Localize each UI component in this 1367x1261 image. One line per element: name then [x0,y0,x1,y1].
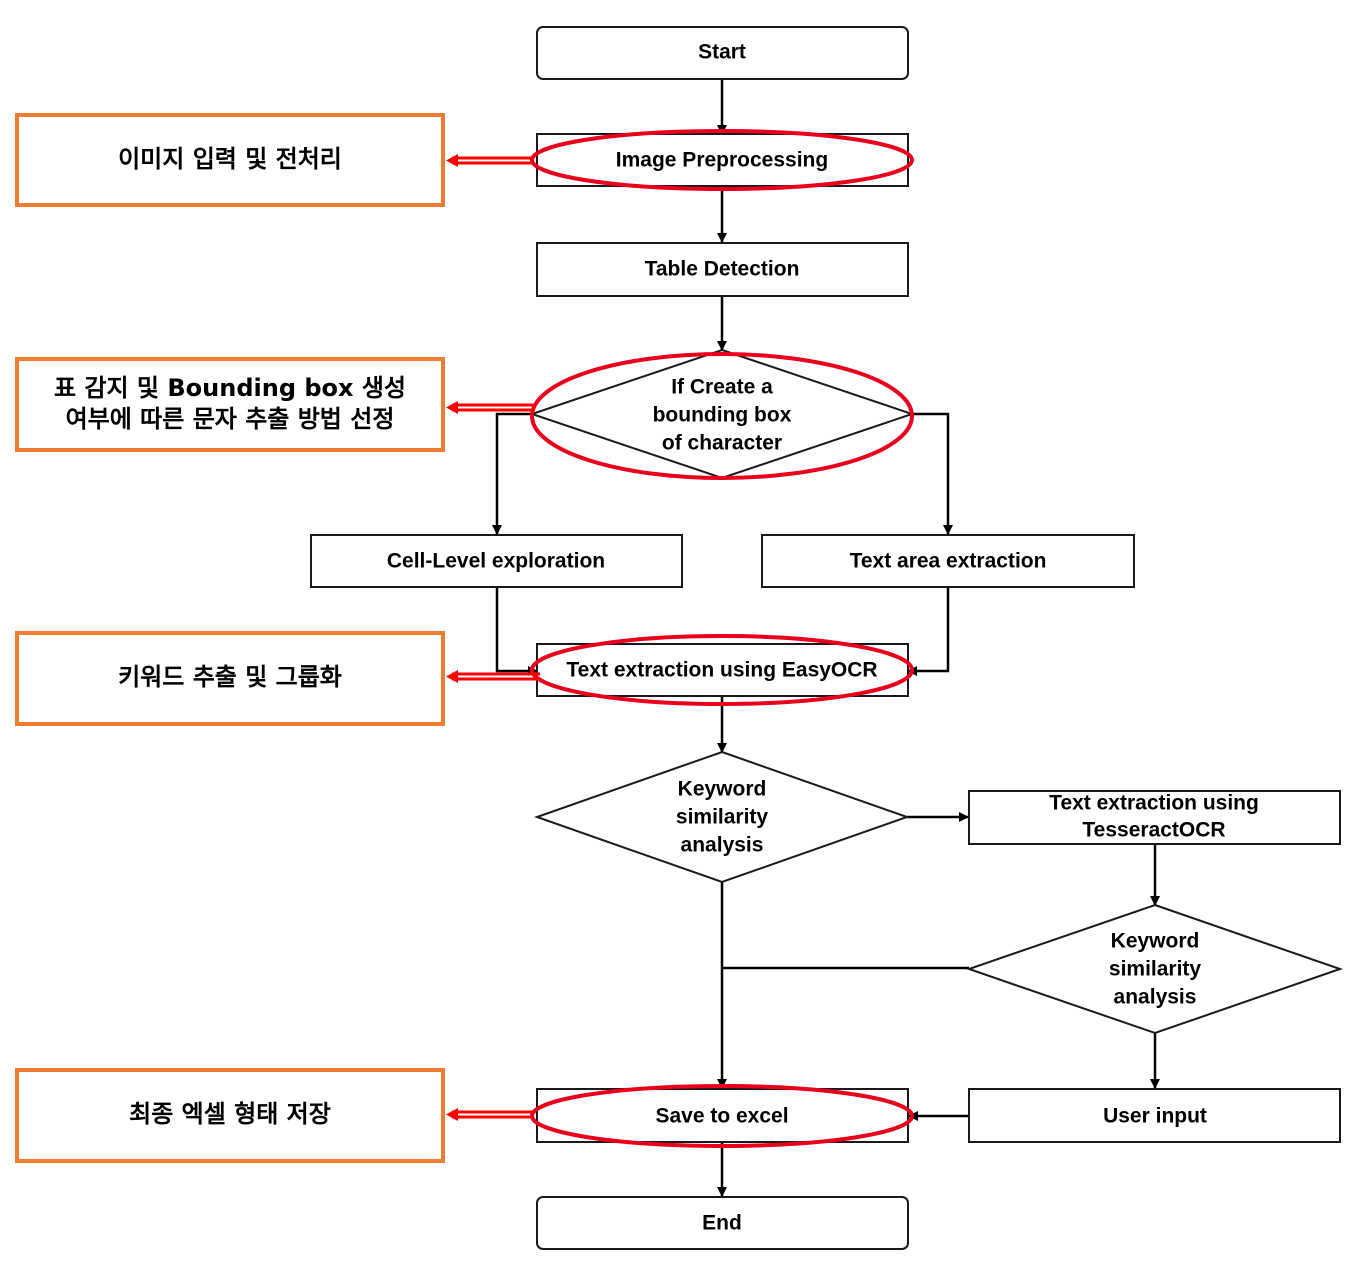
arrow-to-keyword-note [446,670,540,683]
keyword2-line-2: similarity [1109,958,1202,981]
decision-bbox-line-3: of character [662,432,782,455]
tesseract-line-2: TesseractOCR [1082,819,1225,842]
node-user-input: User input [968,1088,1341,1143]
end-label: End [702,1212,742,1235]
table-detection-label: Table Detection [645,258,800,281]
annotation-detection-line-1: 표 감지 및 Bounding box 생성 [54,374,406,402]
annotation-keyword: 키워드 추출 및 그룹화 [15,631,445,726]
connectors [492,80,1160,1197]
annotation-detection-line-2: 여부에 따른 문자 추출 방법 선정 [66,405,395,433]
annotation-detection: 표 감지 및 Bounding box 생성 여부에 따른 문자 추출 방법 선… [15,357,445,452]
highlight-ellipse-preprocess [530,129,914,191]
node-tesseract: Text extraction using TesseractOCR [968,790,1341,845]
node-cell-level: Cell-Level exploration [310,534,683,588]
annotation-save: 최종 엑셀 형태 저장 [15,1068,445,1163]
node-keyword-similarity-1: Keyword similarity analysis [533,750,911,884]
arrow-to-preprocess-note [446,154,533,167]
annotation-keyword-label: 키워드 추출 및 그룹화 [118,663,342,691]
text-area-label: Text area extraction [850,550,1047,573]
decision-bbox-line-1: If Create a [671,376,773,399]
keyword1-line-3: analysis [681,834,764,857]
annotation-preprocess-label: 이미지 입력 및 전처리 [118,145,342,173]
highlight-ellipse-easyocr [530,634,914,706]
keyword2-line-3: analysis [1114,986,1197,1009]
cell-level-label: Cell-Level exploration [387,550,605,573]
node-table-detection: Table Detection [536,242,909,297]
keyword2-line-1: Keyword [1111,930,1200,953]
keyword1-line-1: Keyword [678,778,767,801]
node-end: End [536,1196,909,1250]
annotation-save-label: 최종 엑셀 형태 저장 [129,1100,331,1128]
easyocr-label: Text extraction using EasyOCR [566,659,877,682]
node-easyocr: Text extraction using EasyOCR [536,643,909,697]
annotation-preprocess: 이미지 입력 및 전처리 [15,113,445,207]
node-text-area: Text area extraction [761,534,1135,588]
highlight-ellipse-decision [530,352,914,480]
node-start: Start [536,26,909,80]
save-excel-label: Save to excel [655,1105,788,1128]
node-preprocess: Image Preprocessing [536,133,909,187]
edge-decision-cell-level [492,412,532,535]
arrow-to-save-note [446,1108,533,1121]
node-save-excel: Save to excel [536,1088,909,1143]
user-input-label: User input [1103,1105,1207,1128]
edge-text-area-easyocr [907,588,950,676]
keyword1-line-2: similarity [676,806,769,829]
decision-bbox-line-2: bounding box [653,404,792,427]
edge-cell-level-easyocr [495,588,538,676]
preprocess-label: Image Preprocessing [616,149,828,172]
arrow-to-detection-note [446,401,533,414]
node-keyword-similarity-2: Keyword similarity analysis [965,903,1344,1035]
edge-decision-text-area [912,412,953,535]
start-label: Start [698,41,746,64]
tesseract-line-1: Text extraction using [1049,792,1259,815]
annotation-arrows [446,154,540,1121]
